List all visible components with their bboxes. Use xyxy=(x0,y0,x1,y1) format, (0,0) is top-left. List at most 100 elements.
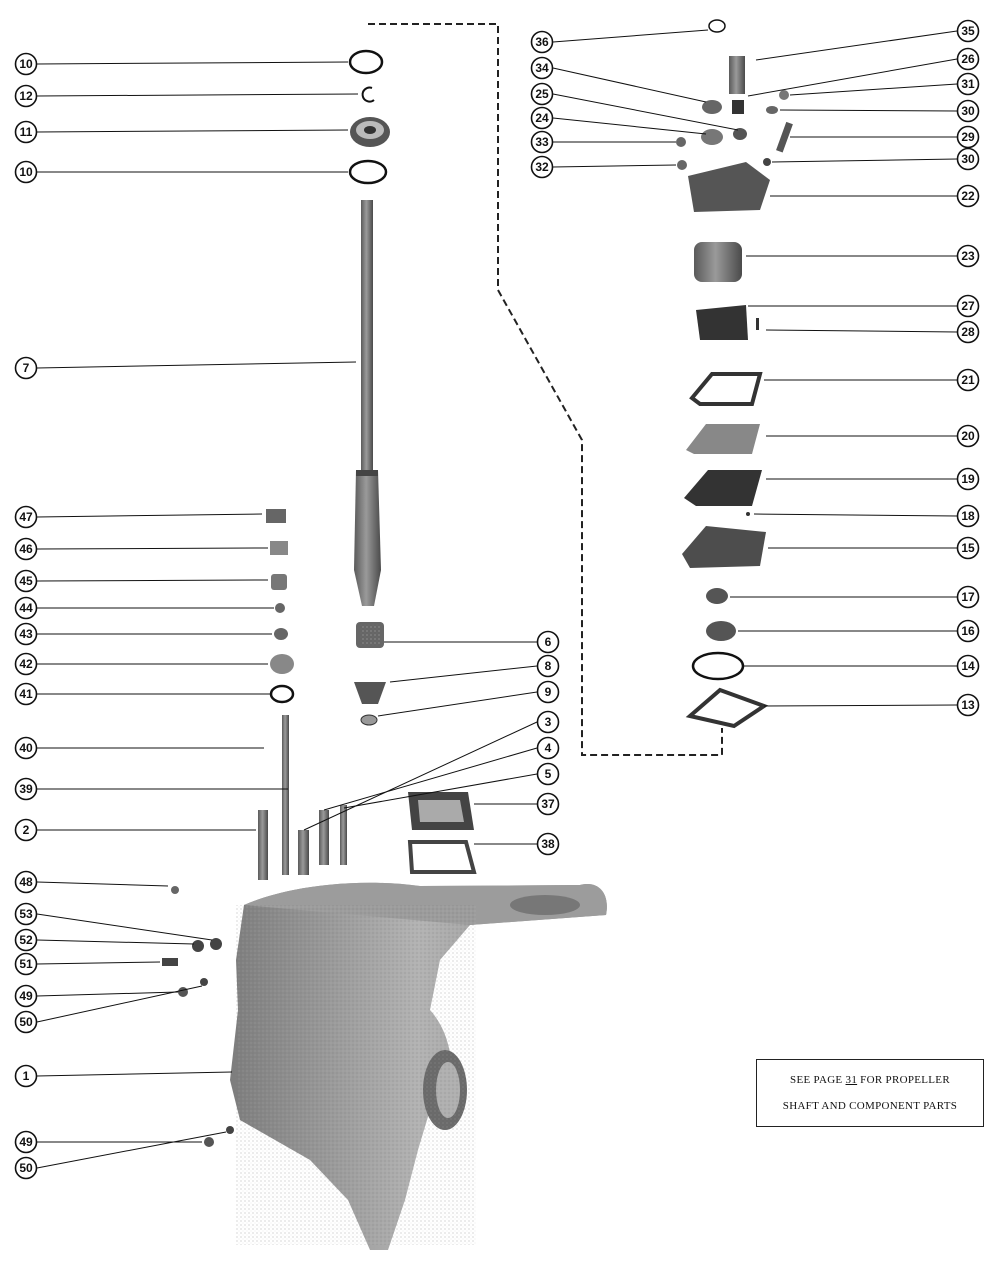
callout-circle-46 xyxy=(14,537,38,561)
leader-line-9 xyxy=(377,691,538,717)
leader-line-32 xyxy=(552,164,677,168)
callout-circle-26 xyxy=(956,47,980,71)
leader-line-26 xyxy=(747,58,958,97)
gasket-19 xyxy=(684,470,762,506)
callout-number-16: 16 xyxy=(961,624,975,638)
callout-number-43: 43 xyxy=(19,627,33,641)
callout-circle-1 xyxy=(14,1064,38,1088)
callout-circle-24 xyxy=(530,106,554,130)
callout-circle-12 xyxy=(14,84,38,108)
callout-circle-18 xyxy=(956,504,980,528)
callout-number-40: 40 xyxy=(19,741,33,755)
tube-4 xyxy=(319,810,329,865)
washer-9 xyxy=(360,714,378,726)
callout-number-34: 34 xyxy=(535,61,549,75)
leader-line-46 xyxy=(36,547,269,550)
gasket-13 xyxy=(685,687,769,729)
callout-number-6: 6 xyxy=(545,635,552,649)
callout-circle-22 xyxy=(956,184,980,208)
page-reference[interactable]: 31 xyxy=(845,1074,858,1086)
leader-line-1 xyxy=(36,1071,233,1077)
callout-circle-11 xyxy=(14,120,38,144)
callout-circle-43 xyxy=(14,622,38,646)
callout-circle-44 xyxy=(14,596,38,620)
callout-number-39: 39 xyxy=(19,782,33,796)
screw-49-upper xyxy=(178,987,188,997)
callout-number-15: 15 xyxy=(961,541,975,555)
callout-circle-37 xyxy=(536,792,560,816)
callout-circle-27 xyxy=(956,294,980,318)
washer-50-upper xyxy=(200,978,208,986)
leader-line-12 xyxy=(36,93,359,97)
callout-circle-35 xyxy=(956,19,980,43)
callout-number-49: 49 xyxy=(19,1135,33,1149)
plate-20 xyxy=(686,424,760,454)
callout-circle-19 xyxy=(956,467,980,491)
leader-line-53 xyxy=(36,913,213,941)
callout-number-8: 8 xyxy=(545,659,552,673)
impeller-insert-23 xyxy=(694,242,742,282)
leader-line-48 xyxy=(36,881,169,887)
callout-number-51: 51 xyxy=(19,957,33,971)
callout-number-50: 50 xyxy=(19,1015,33,1029)
callout-number-49: 49 xyxy=(19,989,33,1003)
plug-48 xyxy=(171,886,179,894)
callout-number-30: 30 xyxy=(961,152,975,166)
callout-number-41: 41 xyxy=(19,687,33,701)
leader-line-18 xyxy=(753,513,958,517)
key-28 xyxy=(756,318,759,330)
shift-parts-group xyxy=(258,509,347,880)
callout-circle-10 xyxy=(14,160,38,184)
callout-circle-6 xyxy=(536,630,560,654)
callout-number-2: 2 xyxy=(23,823,30,837)
callout-circle-47 xyxy=(14,505,38,529)
callout-number-7: 7 xyxy=(23,361,30,375)
leader-line-52 xyxy=(36,939,195,945)
callout-number-50: 50 xyxy=(19,1161,33,1175)
callout-circle-50 xyxy=(14,1156,38,1180)
callout-number-9: 9 xyxy=(545,685,552,699)
callout-number-10: 10 xyxy=(19,57,33,71)
callout-number-22: 22 xyxy=(961,189,975,203)
callout-circle-42 xyxy=(14,652,38,676)
callout-labels: 1012111074746454443424140392485352514950… xyxy=(14,19,980,1180)
callout-number-26: 26 xyxy=(961,52,975,66)
washer-50-lower xyxy=(226,1126,234,1134)
callout-number-28: 28 xyxy=(961,325,975,339)
callout-circle-23 xyxy=(956,244,980,268)
bushing-42 xyxy=(270,654,294,674)
callout-circle-2 xyxy=(14,818,38,842)
callout-number-27: 27 xyxy=(961,299,975,313)
see-page-note: SEE PAGE 31 FOR PROPELLER SHAFT AND COMP… xyxy=(756,1059,984,1127)
leader-line-36 xyxy=(552,29,709,43)
callout-circle-39 xyxy=(14,777,38,801)
callout-number-14: 14 xyxy=(961,659,975,673)
callout-number-31: 31 xyxy=(961,77,975,91)
callout-circle-30 xyxy=(956,147,980,171)
leader-line-13 xyxy=(763,704,958,707)
screw-51 xyxy=(162,958,178,966)
callout-circle-14 xyxy=(956,654,980,678)
impeller-27 xyxy=(696,305,748,340)
plug-52 xyxy=(192,940,204,952)
callout-number-46: 46 xyxy=(19,542,33,556)
leader-line-8 xyxy=(389,665,538,683)
callout-number-35: 35 xyxy=(961,24,975,38)
callout-number-23: 23 xyxy=(961,249,975,263)
callout-number-47: 47 xyxy=(19,510,33,524)
seal-group xyxy=(407,792,477,874)
callout-circle-48 xyxy=(14,870,38,894)
callout-number-3: 3 xyxy=(545,715,552,729)
callout-number-19: 19 xyxy=(961,472,975,486)
callout-number-18: 18 xyxy=(961,509,975,523)
drive-shaft-7 xyxy=(354,200,381,606)
callout-circle-45 xyxy=(14,569,38,593)
o-ring-36 xyxy=(708,19,726,33)
leader-line-11 xyxy=(36,129,349,133)
callout-number-38: 38 xyxy=(541,837,555,851)
callout-circle-38 xyxy=(536,832,560,856)
callout-number-20: 20 xyxy=(961,429,975,443)
pump-body-22 xyxy=(688,162,770,212)
callout-number-30: 30 xyxy=(961,104,975,118)
callout-circle-40 xyxy=(14,736,38,760)
